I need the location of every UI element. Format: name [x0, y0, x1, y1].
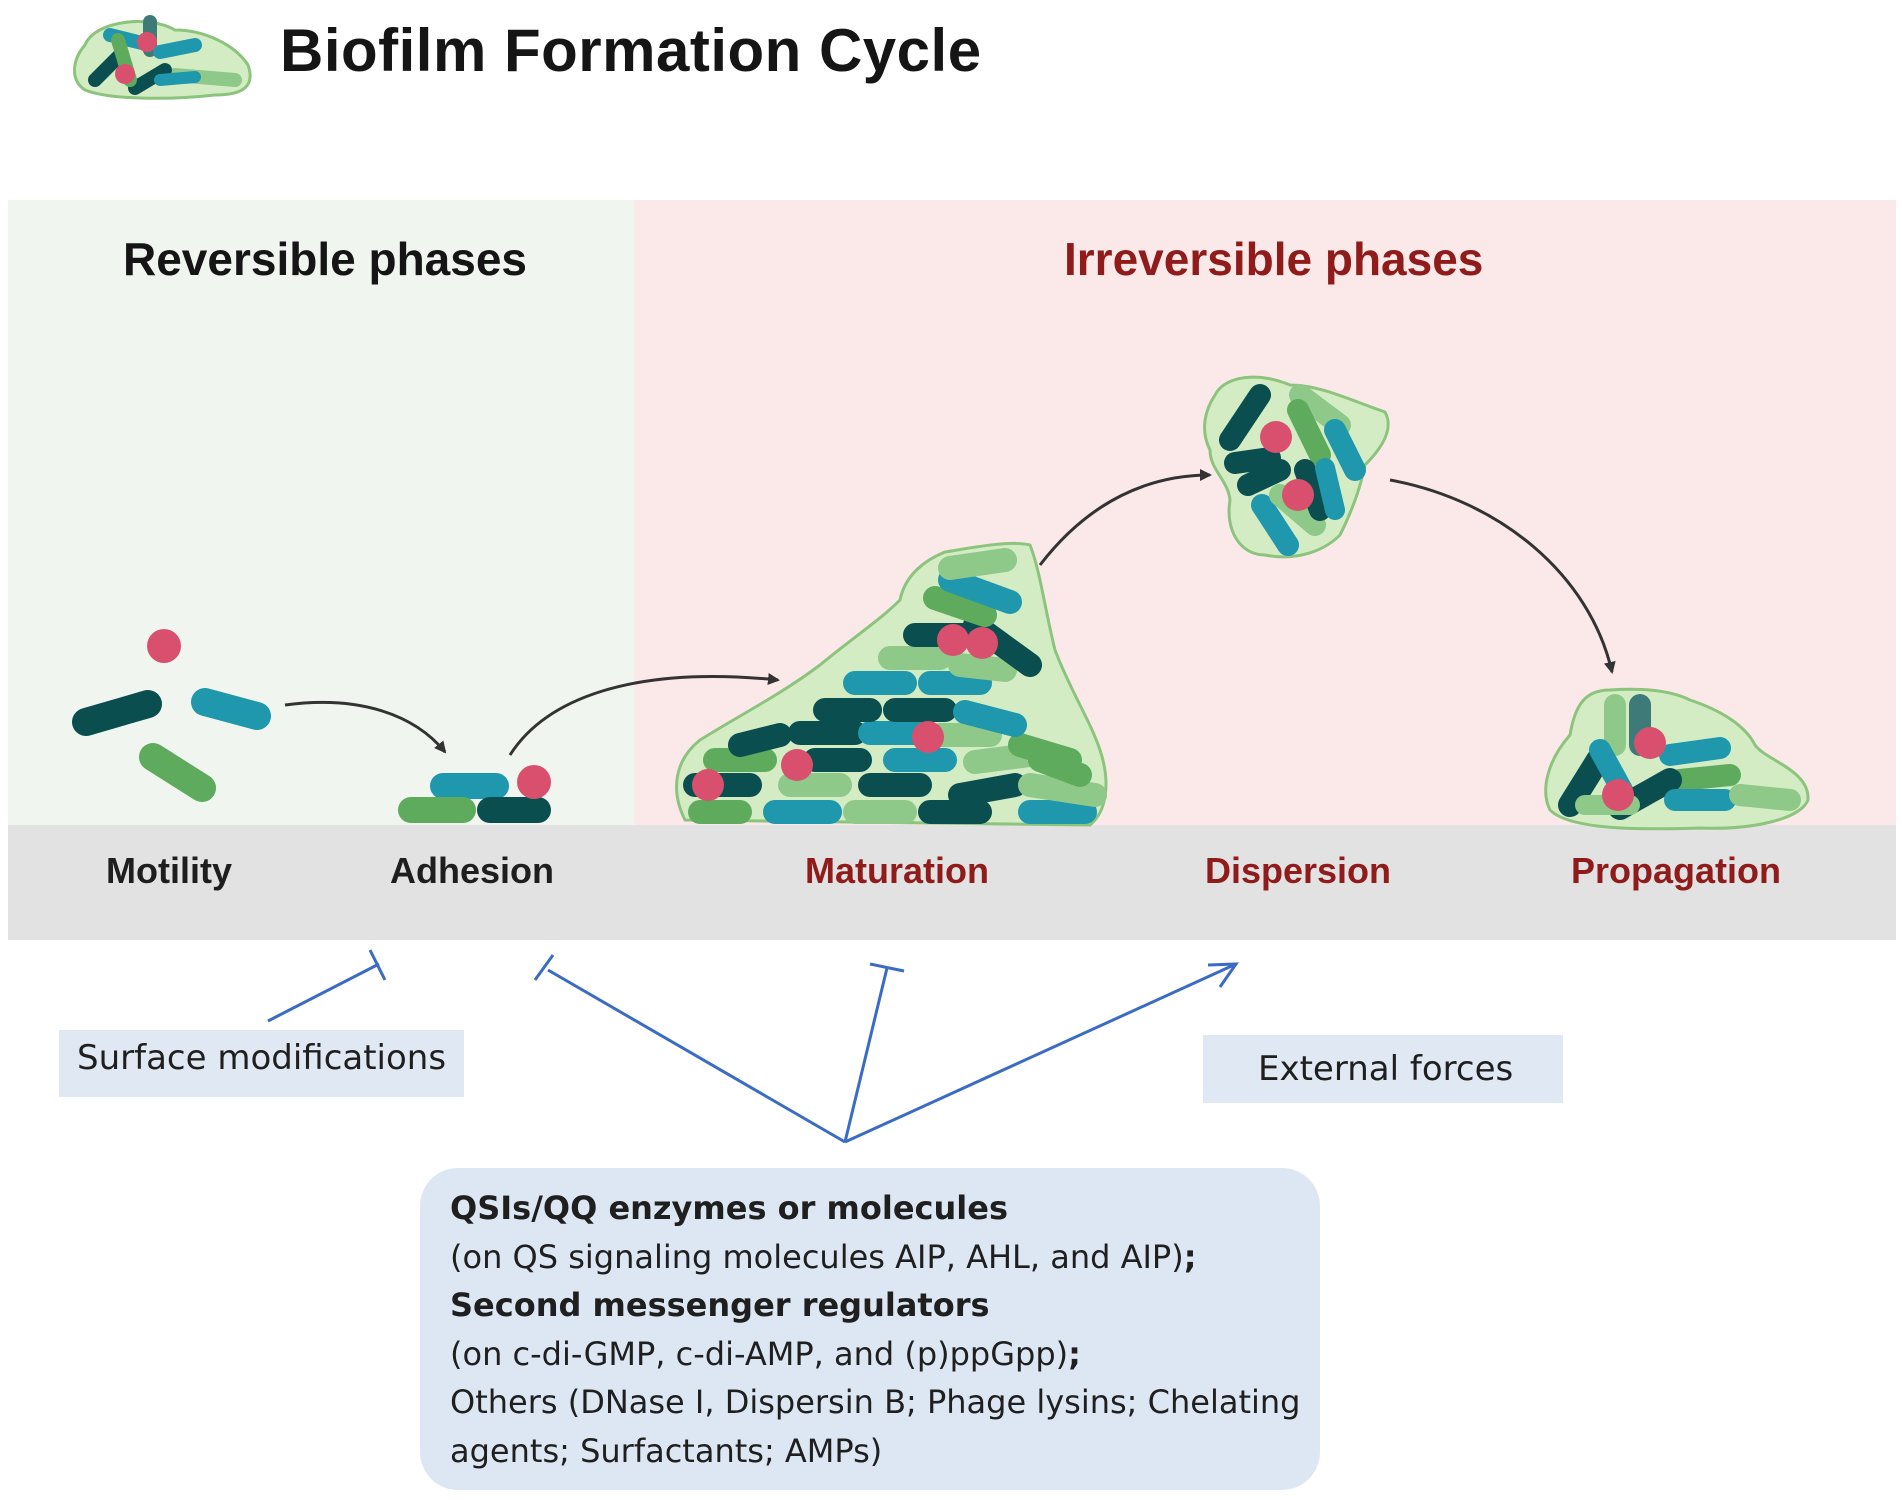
interventions-line-3: Second messenger regulators — [450, 1286, 990, 1324]
irreversible-phases-heading: Irreversible phases — [1064, 233, 1484, 285]
interventions-line-4: (on c-di-GMP, c-di-AMP, and (p)ppGpp) — [450, 1334, 1069, 1373]
line-to-dispersion — [844, 962, 1237, 1144]
surface-to-adhesion-line — [267, 962, 380, 1023]
ground-strip — [8, 825, 1896, 940]
line-to-adhesion — [547, 968, 846, 1144]
dispersion-cluster — [1203, 375, 1390, 559]
stage-dispersion: Dispersion — [1204, 850, 1392, 891]
biofilm-logo-icon — [73, 15, 252, 100]
interventions-line-6: agents; Surfactants; AMPs) — [450, 1431, 883, 1470]
arrow-dispersion-propagation — [1389, 478, 1616, 674]
dispersion-arrowhead — [1207, 962, 1239, 988]
reversible-phases-heading: Reversible phases — [123, 233, 528, 285]
interventions-line-5: Others (DNase I, Dispersin B; Phage lysi… — [450, 1383, 1301, 1421]
interventions-line-2-wrap: (on QS signaling molecules AIP, AHL, and… — [450, 1233, 1320, 1282]
external-forces-box: External forces — [1203, 1035, 1563, 1103]
propagation-cluster — [1544, 687, 1810, 831]
interventions-line-2-end: ; — [1183, 1237, 1197, 1276]
arrow-adhesion-maturation — [508, 673, 780, 756]
regulation-lines — [267, 949, 1239, 1144]
interventions-line-1: QSIs/QQ enzymes or molecules — [450, 1189, 1009, 1227]
maturation-biofilm — [675, 541, 1108, 827]
surface-inhibit-bar — [368, 949, 387, 981]
interventions-line-4-wrap: (on c-di-GMP, c-di-AMP, and (p)ppGpp); — [450, 1330, 1320, 1379]
surface-modifications-box: Surface modifications — [59, 1030, 464, 1097]
stage-adhesion: Adhesion — [389, 850, 555, 891]
arrow-maturation-dispersion — [1038, 469, 1212, 566]
interventions-line-4-end: ; — [1068, 1334, 1081, 1373]
adhesion-bacteria — [398, 765, 551, 823]
stage-maturation: Maturation — [805, 850, 989, 891]
surface-modifications-label: Surface modifications — [77, 1038, 447, 1078]
stage-propagation: Propagation — [1570, 850, 1782, 891]
interventions-box: QSIs/QQ enzymes or molecules (on QS sign… — [420, 1168, 1320, 1490]
interventions-line-2: (on QS signaling molecules AIP, AHL, and… — [450, 1237, 1184, 1276]
external-forces-label: External forces — [1258, 1049, 1514, 1089]
motility-bacteria — [72, 629, 271, 802]
maturation-inhibit-bar — [869, 962, 905, 973]
cycle-arrows — [284, 469, 1616, 756]
page-title: Biofilm Formation Cycle — [280, 17, 982, 84]
adhesion-inhibit-bar — [533, 954, 555, 981]
arrow-motility-adhesion — [284, 701, 447, 754]
line-to-maturation — [843, 967, 889, 1143]
stage-motility: Motility — [106, 850, 232, 891]
